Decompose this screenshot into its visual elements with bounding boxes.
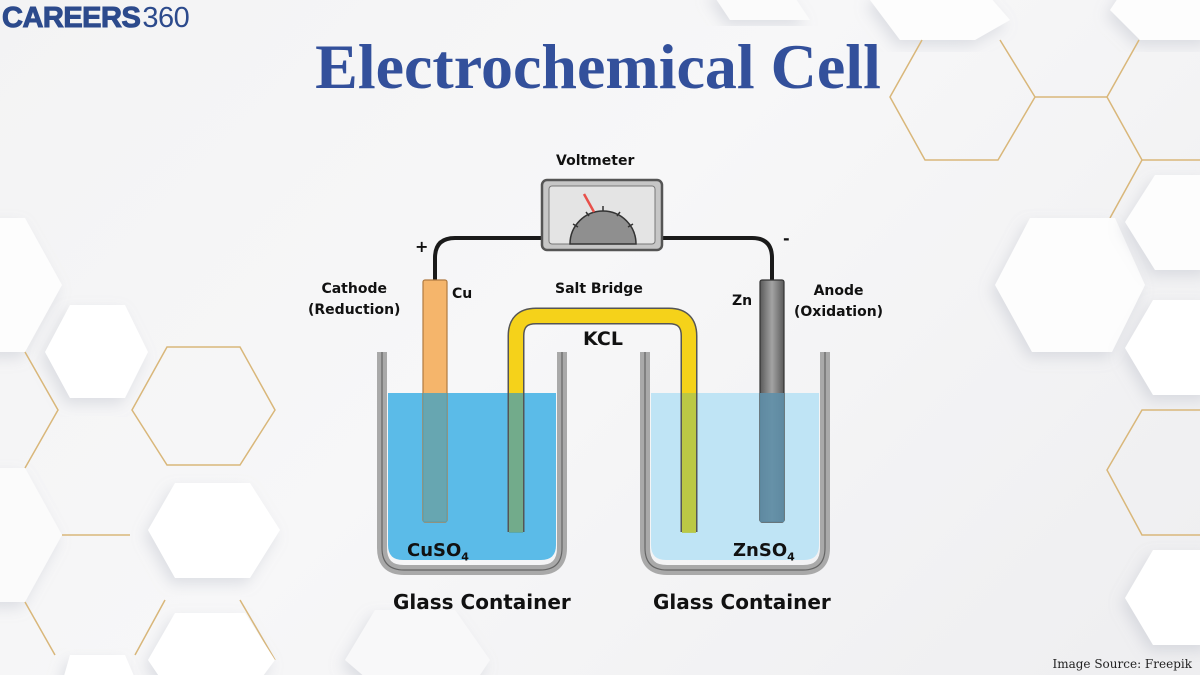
znso4-solution (651, 393, 819, 560)
positive-terminal-sign: + (415, 237, 429, 256)
right-container-label: Glass Container (653, 590, 831, 614)
cuso4-formula: CuSO (407, 540, 462, 561)
cathode-reaction: (Reduction) (308, 302, 401, 318)
wire-left (433, 236, 545, 282)
voltmeter (540, 178, 664, 252)
kcl-label: KCL (583, 328, 623, 350)
voltmeter-label: Voltmeter (556, 153, 635, 169)
logo-text-bold: CAREERS (1, 2, 141, 35)
negative-terminal-sign: - (783, 229, 790, 248)
cuso4-solution (388, 393, 556, 560)
logo-text-number: 360 (142, 2, 190, 34)
anode-title: Anode (813, 283, 864, 299)
zn-electrode-label: Zn (732, 293, 753, 309)
cathode-label: Cathode (Reduction) (308, 279, 400, 321)
title-text: Electrochemical Cell (315, 31, 881, 102)
cu-electrode-label: Cu (452, 286, 473, 302)
page-title: Electrochemical Cell (0, 30, 1200, 104)
left-container-label: Glass Container (393, 590, 571, 614)
znso4-formula: ZnSO (733, 540, 788, 561)
careers360-logo[interactable]: CAREERS 360 (1, 2, 190, 36)
salt-bridge-label: Salt Bridge (555, 281, 643, 297)
znso4-label: ZnSO4 (733, 540, 795, 564)
cuso4-subscript: 4 (461, 550, 469, 564)
anode-reaction: (Oxidation) (794, 304, 884, 320)
voltmeter-needle (582, 193, 596, 213)
wire-right (660, 236, 774, 282)
znso4-subscript: 4 (787, 550, 795, 564)
image-source-credit: Image Source: Freepik (1052, 657, 1192, 671)
cathode-title: Cathode (321, 281, 387, 297)
cuso4-label: CuSO4 (407, 540, 469, 564)
anode-label: Anode (Oxidation) (794, 281, 883, 323)
